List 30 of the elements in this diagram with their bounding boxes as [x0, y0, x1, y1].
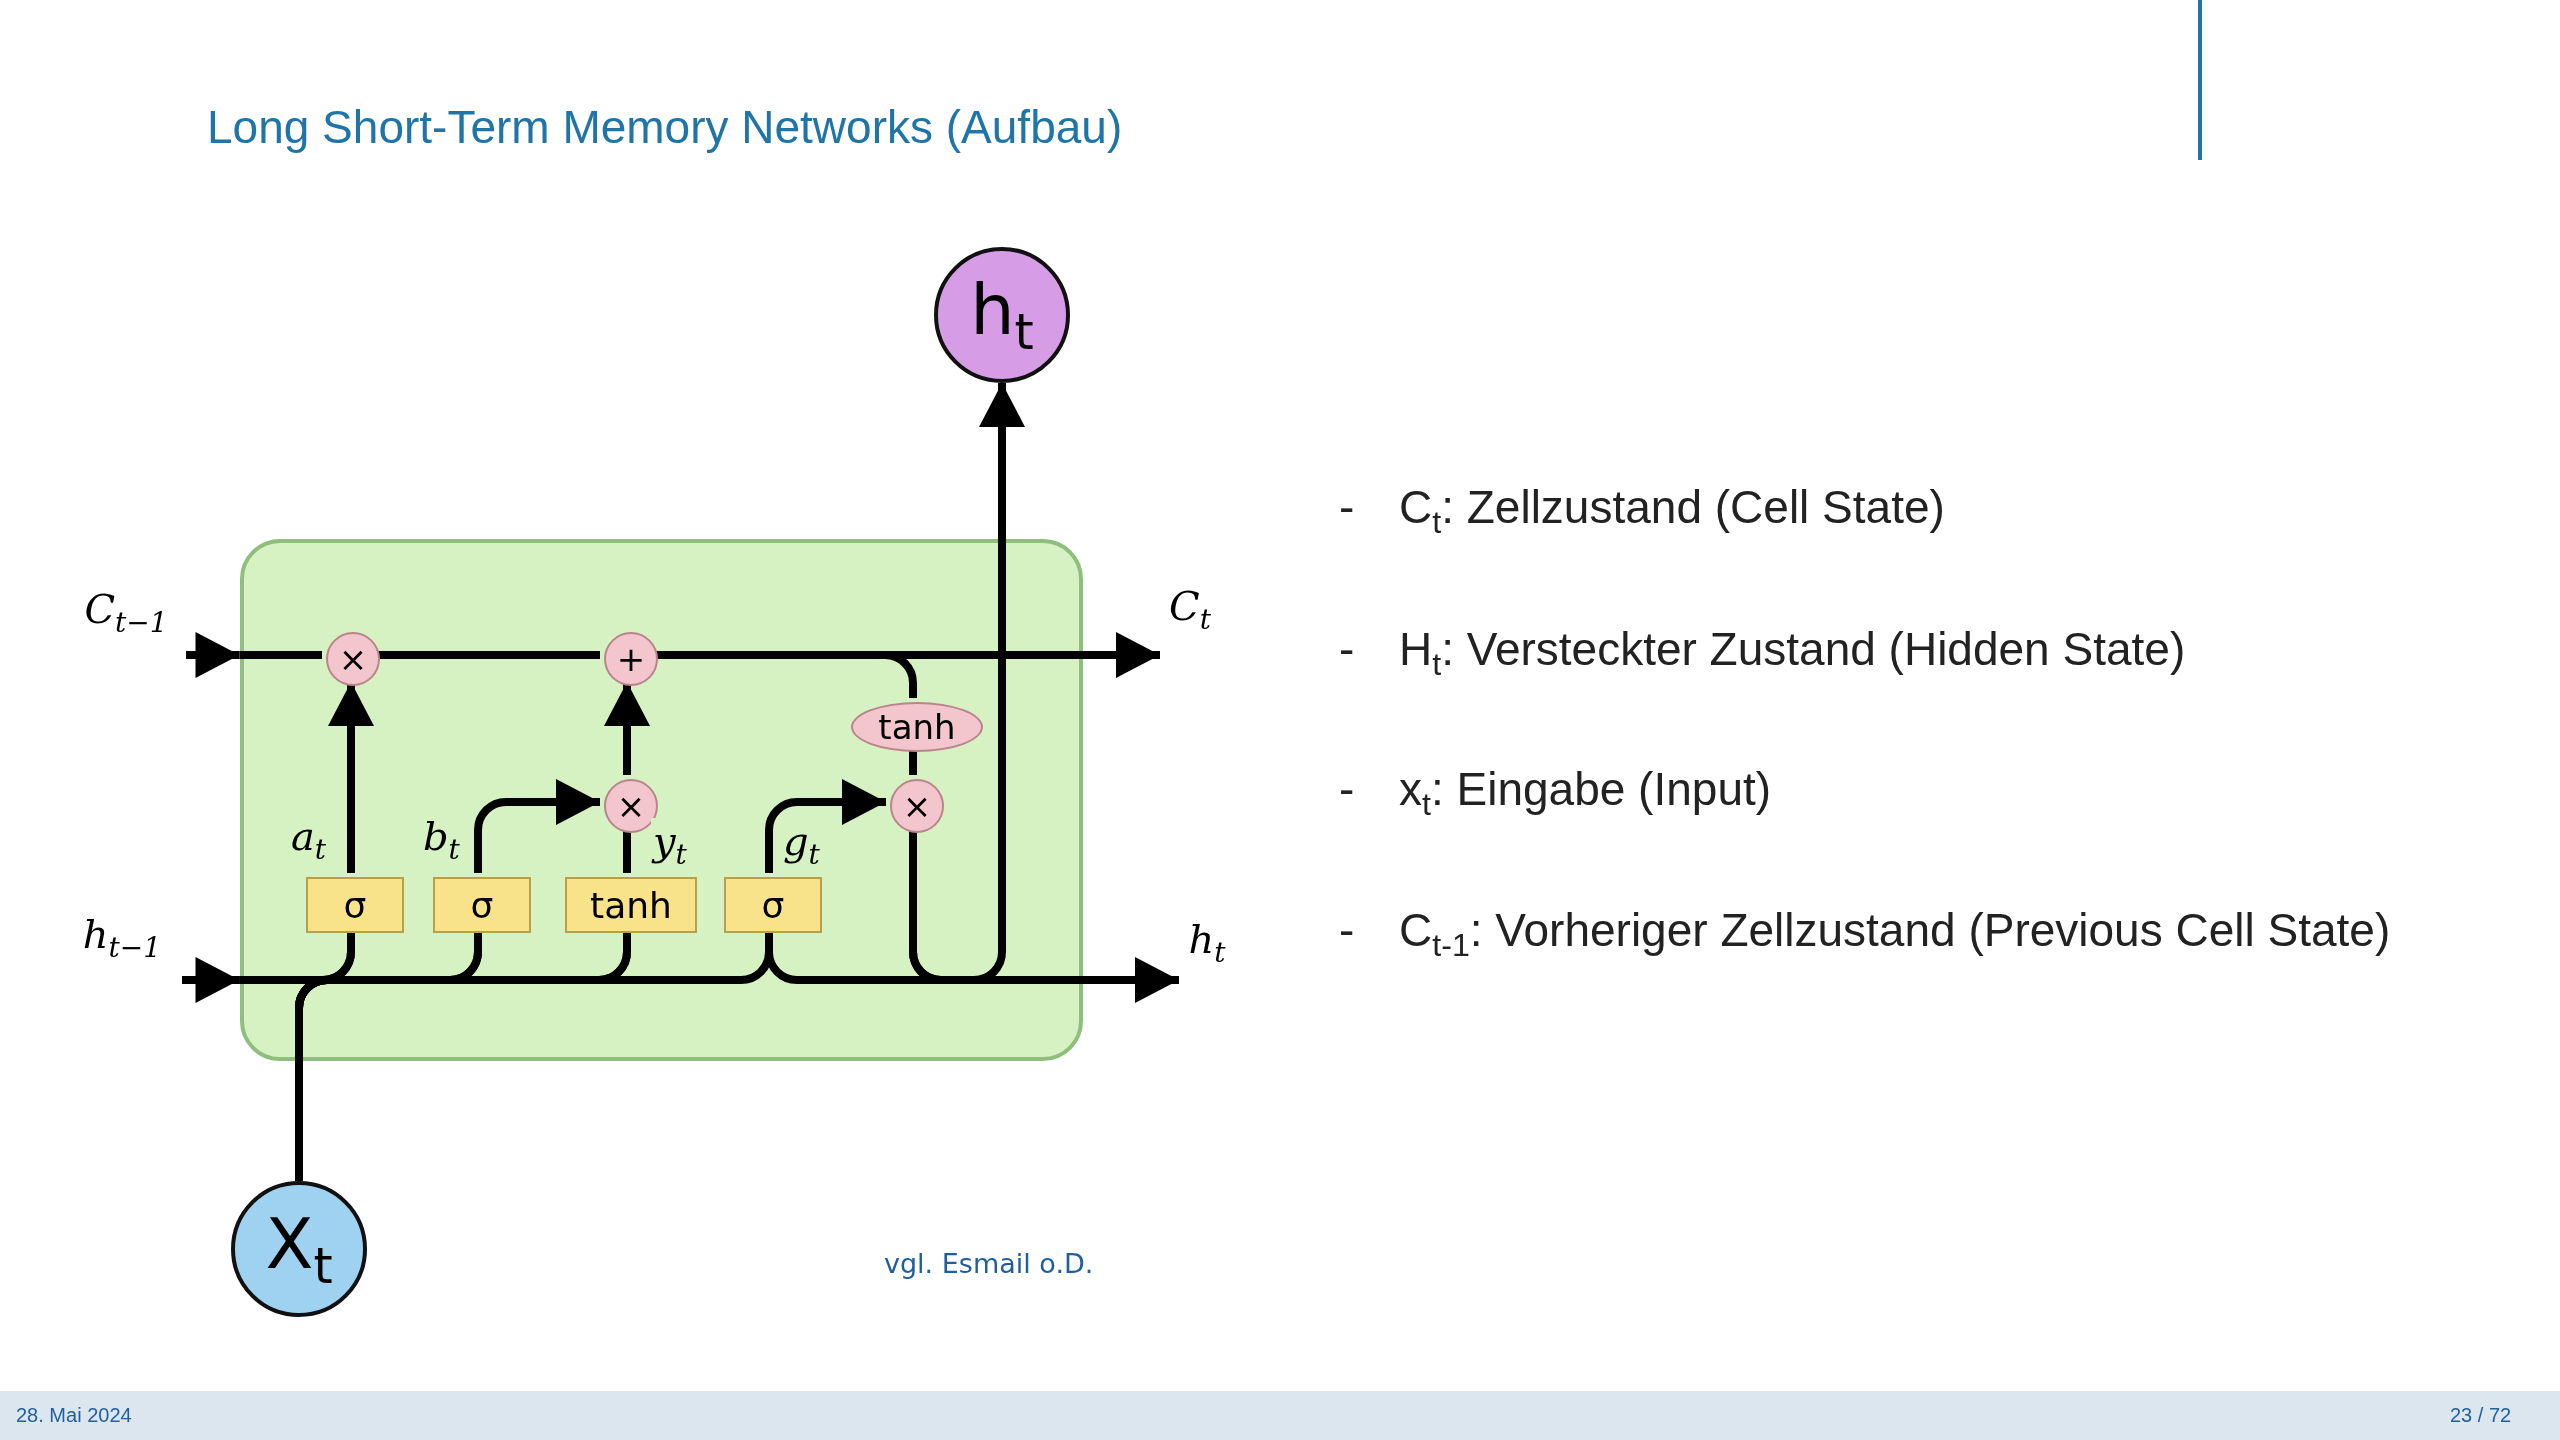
variable-label: h$_{t}$ [1179, 914, 1235, 970]
page-number: 23 / 72 [2450, 1404, 2512, 1427]
citation-text: vgl. Esmail o.D. [884, 1248, 1094, 1279]
multiply-operator: × [890, 779, 944, 833]
add-operator: + [604, 632, 658, 686]
date-text: 28. Mai 2024 [16, 1404, 132, 1427]
lstm-cell-box [239, 539, 1083, 1061]
tanh-layer: tanh [565, 877, 697, 933]
list-dash: - [1339, 480, 1355, 534]
hidden-state-circle: h$_{t}$ [934, 247, 1070, 383]
sigmoid-layer: σ [724, 877, 822, 933]
list-dash: - [1339, 903, 1355, 957]
bullet-text: C$_{t}$: Zellzustand (Cell State) [1399, 480, 1945, 542]
arrow [186, 632, 240, 678]
sigmoid-layer: σ [306, 877, 404, 933]
tanh-operator: tanh [851, 702, 983, 752]
multiply-operator: × [604, 779, 658, 833]
list-dash: - [1339, 762, 1355, 816]
slide-title: Long Short-Term Memory Networks (Aufbau) [207, 100, 1123, 154]
bullet-text: x$_{t}$: Eingabe (Input) [1399, 762, 1772, 824]
arrow [182, 957, 240, 1003]
bullet-text: C$_{t-1}$: Vorheriger Zellzustand (Previous Cell State) [1399, 903, 2391, 965]
multiply-operator: × [326, 632, 380, 686]
bullet-text: H$_{t}$: Versteckter Zustand (Hidden State) [1399, 622, 2186, 684]
input-circle: X$_{t}$ [231, 1181, 367, 1317]
variable-label: C$_{t−1}$ [66, 584, 186, 640]
sigmoid-layer: σ [433, 877, 531, 933]
variable-label: C$_{t}$ [1160, 581, 1220, 637]
variable-label: h$_{t−1}$ [62, 909, 182, 965]
list-dash: - [1339, 622, 1355, 676]
